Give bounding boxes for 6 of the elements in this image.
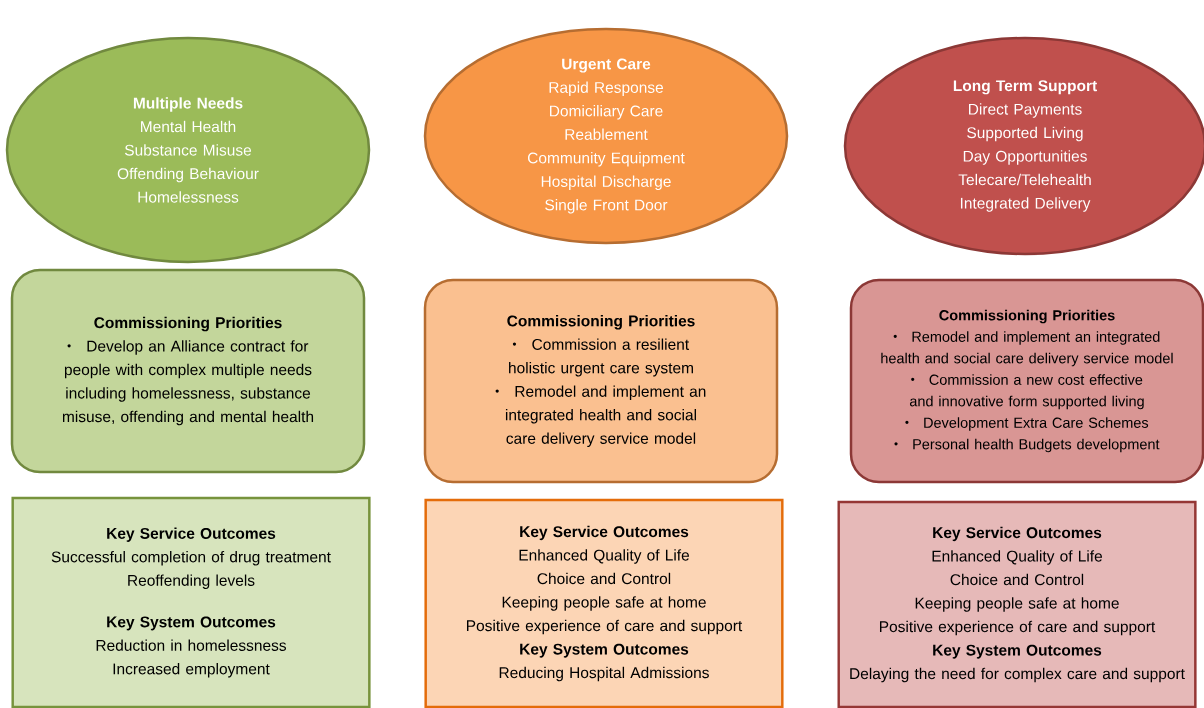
priorities-box: Commissioning Priorities Develop an Alliance contract for people with complex multiple needs including homelessness, substance misuse, offending and mental health [10, 268, 366, 474]
outcomes-box: Key Service Outcomes Enhanced Quality of Life Choice and Control Keeping people safe at home Positive experience of care and support Key System Outcomes Delaying the need for complex care and support [837, 500, 1197, 708]
outcomes-box: Key Service Outcomes Enhanced Quality of Life Choice and Control Keeping people safe at home Positive experience of care and support Key System Outcomes Reducing Hospital Admissions [424, 498, 784, 708]
outcomes-box: Key Service Outcomes Successful completion of drug treatment Reoffending levels Key System Outcomes Reduction in homelessness Increased employment [11, 496, 371, 708]
priorities-box: Commissioning Priorities Commission a resilient holistic urgent care system Remodel and implement an integrated health and social care delivery service model [423, 278, 779, 484]
priorities-box: Commissioning Priorities Remodel and implement an integrated health and social care delivery service model Commission a new cost effective and innovative form supported living Development Extra Care Schemes Personal health Budgets development [849, 278, 1204, 484]
